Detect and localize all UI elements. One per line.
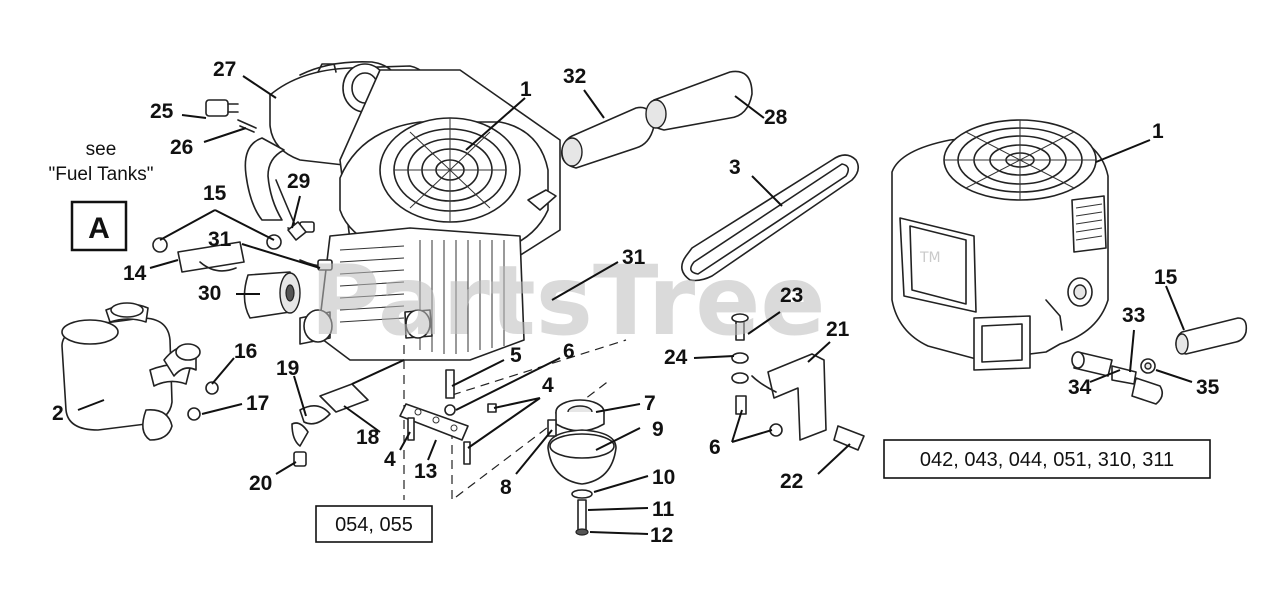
callout-1-right: 1 <box>1152 120 1164 143</box>
callout-2: 2 <box>52 402 64 425</box>
callout-11: 11 <box>652 498 675 521</box>
callout-8: 8 <box>500 476 512 499</box>
callout-19: 19 <box>276 357 299 380</box>
callout-4-right: 4 <box>542 374 554 397</box>
callout-29: 29 <box>287 170 310 193</box>
callout-1-left: 1 <box>520 78 532 101</box>
callout-10: 10 <box>652 466 675 489</box>
callout-16: 16 <box>234 340 257 363</box>
callout-6-top: 6 <box>563 340 575 363</box>
fuel-tanks-note: see "Fuel Tanks" <box>48 139 153 185</box>
muffler-drawing <box>61 302 219 441</box>
left-engine-drawing <box>152 60 561 361</box>
callout-30: 30 <box>198 282 221 305</box>
note-line-2: "Fuel Tanks" <box>48 164 153 185</box>
hose-sleeves-drawing <box>560 70 753 169</box>
callout-23: 23 <box>780 284 803 307</box>
mount-bracket-drawing <box>399 339 627 502</box>
note-line-1: see <box>86 139 117 160</box>
callout-20: 20 <box>249 472 272 495</box>
drain-hose-drawing <box>291 359 405 467</box>
callout-13: 13 <box>414 460 437 483</box>
callout-31-left: 31 <box>208 228 232 251</box>
pulley-drawing <box>547 399 617 536</box>
model-box-left: 054, 055 <box>315 505 433 543</box>
callout-22: 22 <box>780 470 803 493</box>
model-box-right: 042, 043, 044, 051, 310, 311 <box>883 439 1211 479</box>
callout-3: 3 <box>729 156 741 179</box>
callout-28: 28 <box>764 106 788 129</box>
belt-drawing <box>681 154 860 282</box>
callout-9: 9 <box>652 418 664 441</box>
right-engine-drawing <box>891 119 1248 405</box>
callout-27: 27 <box>213 58 236 81</box>
callout-24: 24 <box>664 346 688 369</box>
callout-7: 7 <box>644 392 656 415</box>
model-box-right-text: 042, 043, 044, 051, 310, 311 <box>920 449 1174 471</box>
reference-letter: A <box>88 212 110 245</box>
watermark-tm: TM <box>919 250 941 266</box>
callout-12: 12 <box>650 524 673 547</box>
reference-box-a[interactable]: A <box>70 200 128 252</box>
callout-21: 21 <box>826 318 850 341</box>
callout-25: 25 <box>150 100 174 123</box>
callout-18: 18 <box>356 426 380 449</box>
model-box-left-text: 054, 055 <box>335 514 413 536</box>
callout-32: 32 <box>563 65 586 88</box>
watermark: PartsTree TM <box>310 245 941 357</box>
callout-33: 33 <box>1122 304 1145 327</box>
callout-26: 26 <box>170 136 193 159</box>
callout-35: 35 <box>1196 376 1220 399</box>
callout-15-left: 15 <box>203 182 227 205</box>
callout-15-right: 15 <box>1154 266 1178 289</box>
callout-4-left: 4 <box>384 448 396 471</box>
watermark-text: PartsTree <box>310 245 825 357</box>
callout-6-bottom: 6 <box>709 436 721 459</box>
pto-bracket-drawing <box>731 313 865 451</box>
callout-5: 5 <box>510 344 522 367</box>
callout-31-right: 31 <box>622 246 646 269</box>
callout-14: 14 <box>123 262 147 285</box>
callout-numbers: 27 25 26 32 28 1 1 15 15 29 31 31 14 30 … <box>52 58 1220 547</box>
callout-34: 34 <box>1068 376 1092 399</box>
leader-lines <box>77 75 1193 535</box>
callout-17: 17 <box>246 392 269 415</box>
